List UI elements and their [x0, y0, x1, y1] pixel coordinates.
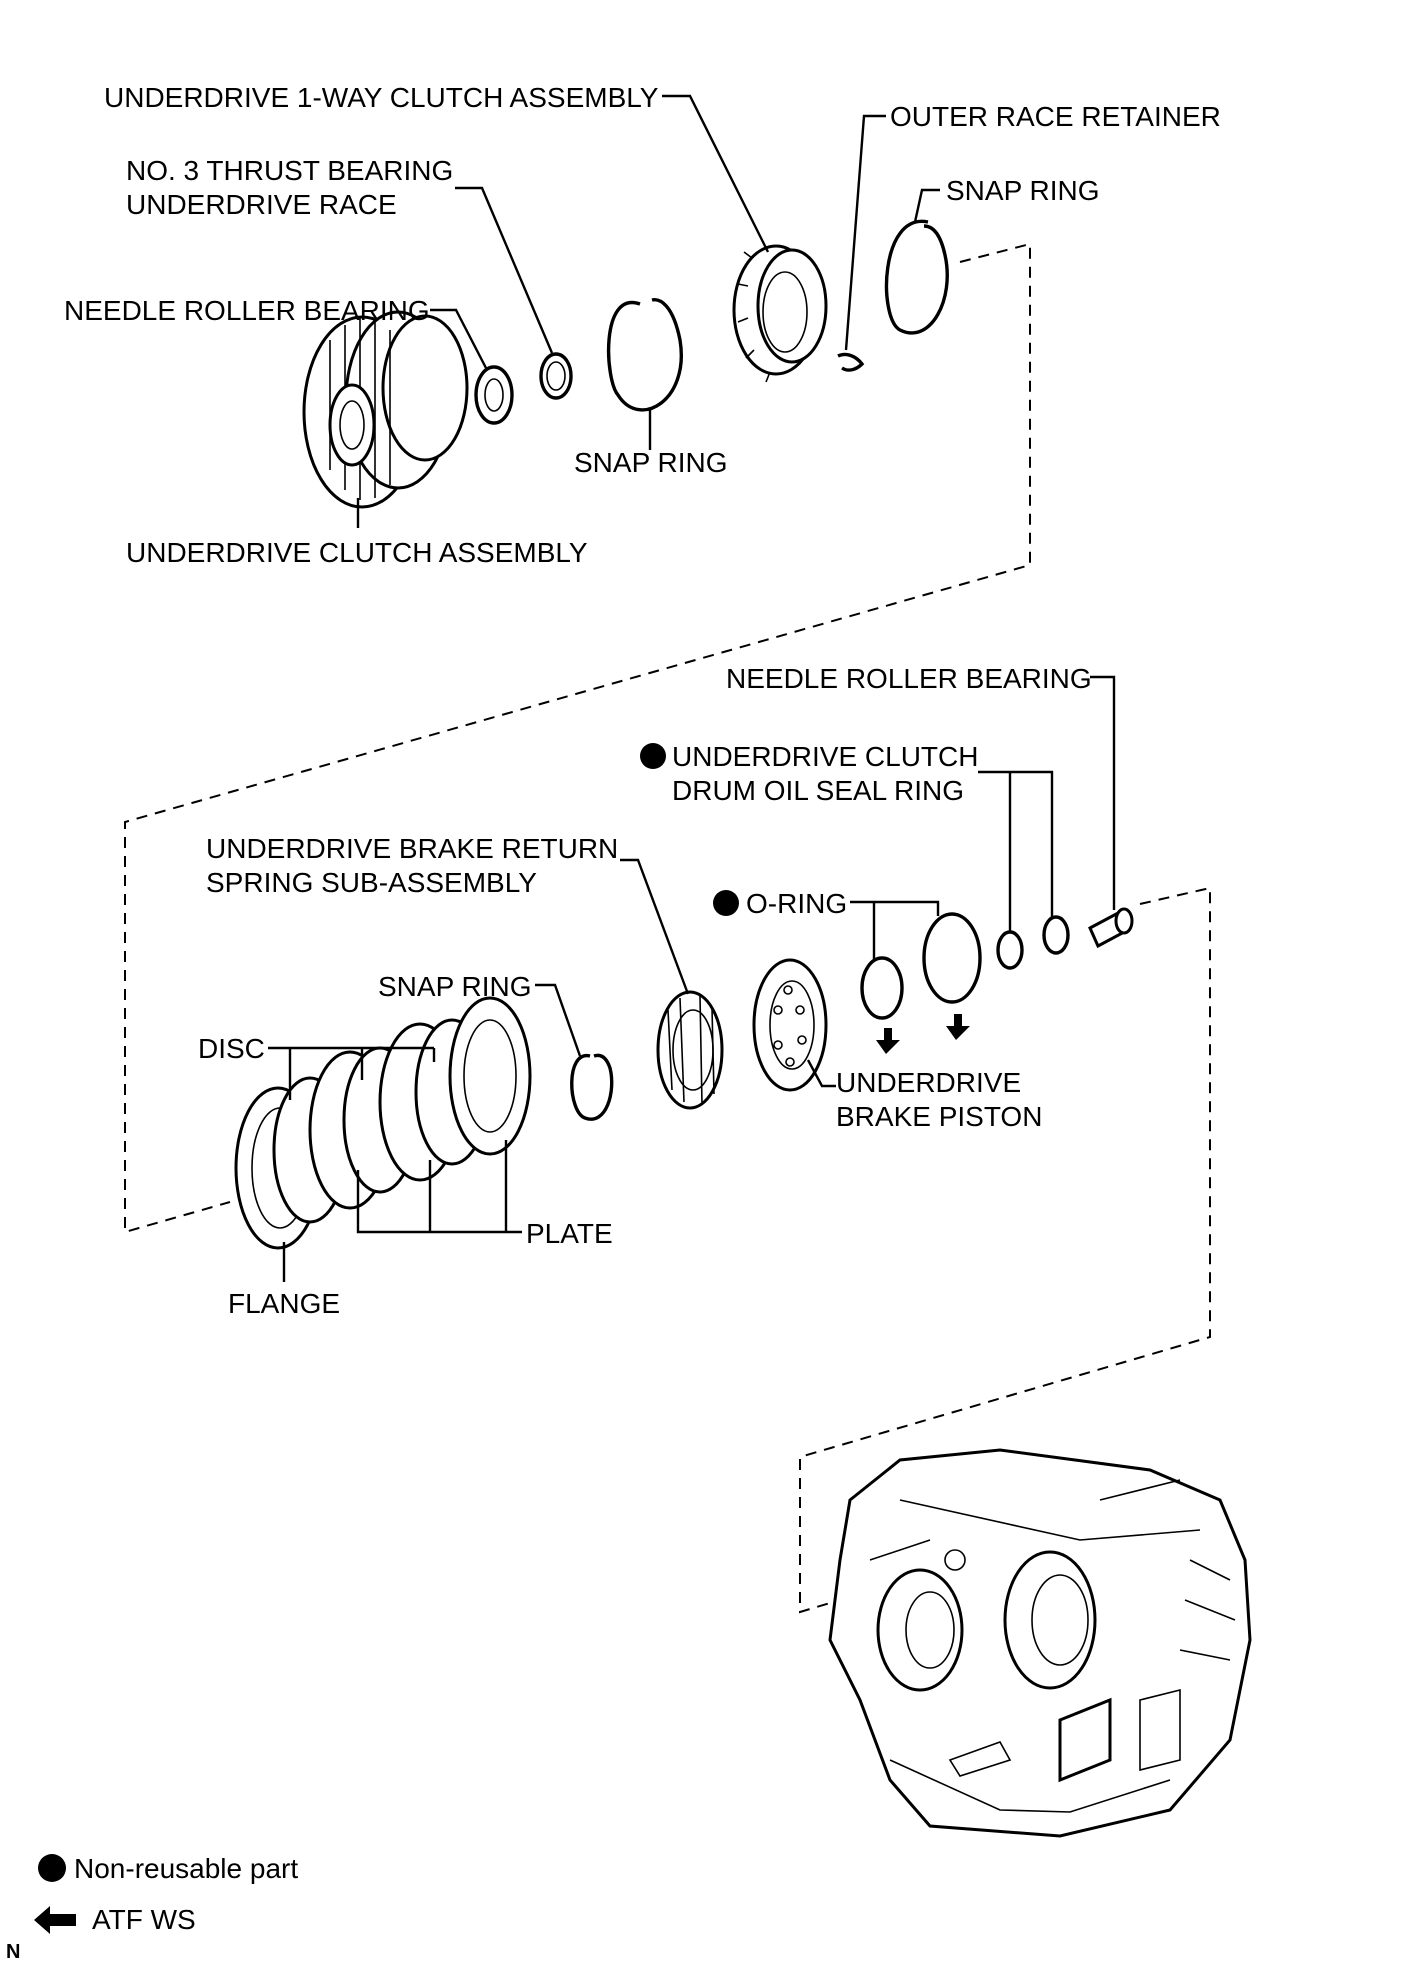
non-reusable-marker-icon: [640, 743, 666, 769]
label-underdrive-clutch-assembly: UNDERDRIVE CLUTCH ASSEMBLY: [126, 537, 588, 568]
snap-ring-lower-part: [570, 1053, 614, 1121]
leader-snap-ring-top-right: [913, 188, 940, 223]
label-underdrive-brake-piston-line2: BRAKE PISTON: [836, 1101, 1042, 1132]
label-return-spring-line1: UNDERDRIVE BRAKE RETURN: [206, 833, 618, 864]
legend-non-reusable-label: Non-reusable part: [74, 1853, 298, 1884]
leader-o-ring: [850, 900, 940, 960]
oil-seal-ring-2-part: [1042, 915, 1070, 955]
label-underdrive-1way-clutch: UNDERDRIVE 1-WAY CLUTCH ASSEMBLY: [104, 82, 659, 113]
label-return-spring-line2: SPRING SUB-ASSEMBLY: [206, 867, 537, 898]
leader-return-spring: [620, 858, 690, 995]
oil-seal-ring-1-part: [996, 930, 1024, 970]
transaxle-case-part: [828, 1448, 1252, 1838]
corner-mark: N: [6, 1941, 20, 1963]
assembly-path-dashed-upper: [124, 242, 1031, 1234]
leader-disc: [268, 1046, 436, 1100]
label-o-ring: O-RING: [746, 888, 847, 919]
underdrive-clutch-assembly-part: [302, 310, 469, 509]
snap-ring-top-middle-part: [606, 298, 683, 412]
non-reusable-marker-icon: [713, 890, 739, 916]
label-needle-roller-bearing-lower: NEEDLE ROLLER BEARING: [726, 663, 1092, 694]
o-ring-large-part: [922, 912, 982, 1004]
leader-no3-thrust-bearing: [455, 186, 554, 354]
leader-needle-roller-bearing-top: [430, 308, 488, 369]
no3-thrust-bearing-part: [539, 352, 573, 400]
legend-atf-label: ATF WS: [92, 1904, 196, 1935]
leader-plate: [356, 1140, 522, 1234]
outer-race-retainer-part: [837, 352, 865, 372]
label-plate: PLATE: [526, 1218, 613, 1249]
leader-snap-ring-lower: [535, 983, 582, 1057]
label-disc: DISC: [198, 1033, 265, 1064]
label-outer-race-retainer: OUTER RACE RETAINER: [890, 101, 1221, 132]
label-flange: FLANGE: [228, 1288, 340, 1319]
label-snap-ring-top-middle: SNAP RING: [574, 447, 728, 478]
leader-outer-race-retainer: [844, 114, 886, 351]
label-oil-seal-ring-line1: UNDERDRIVE CLUTCH: [672, 741, 978, 772]
leader-underdrive-brake-piston: [806, 1059, 836, 1088]
label-snap-ring-top-right: SNAP RING: [946, 175, 1100, 206]
snap-ring-top-right-part: [884, 219, 949, 335]
label-snap-ring-lower: SNAP RING: [378, 971, 532, 1002]
label-needle-roller-bearing-top: NEEDLE ROLLER BEARING: [64, 295, 430, 326]
label-oil-seal-ring-line2: DRUM OIL SEAL RING: [672, 775, 964, 806]
leader-underdrive-1way-clutch: [662, 94, 770, 253]
assembly-path-dashed-lower: [799, 886, 1211, 1614]
leader-oil-seal-ring: [978, 770, 1054, 932]
underdrive-brake-return-spring-part: [656, 990, 724, 1110]
label-no3-thrust-bearing-line2: UNDERDRIVE RACE: [126, 189, 397, 220]
atf-arrow-icon: [946, 1014, 970, 1040]
legend-non-reusable-icon: [38, 1854, 66, 1882]
leader-needle-roller-bearing-lower: [1090, 675, 1116, 910]
label-underdrive-brake-piston-line1: UNDERDRIVE: [836, 1067, 1021, 1098]
clutch-pack-part: [234, 996, 532, 1250]
atf-arrow-icon: [876, 1028, 900, 1054]
underdrive-1way-clutch-part: [732, 244, 828, 383]
needle-roller-bearing-lower-part: [1088, 907, 1134, 949]
label-no3-thrust-bearing-line1: NO. 3 THRUST BEARING: [126, 155, 453, 186]
needle-roller-bearing-top-part: [474, 365, 514, 425]
underdrive-brake-piston-part: [752, 958, 828, 1092]
o-ring-small-part: [860, 956, 904, 1020]
legend-atf-arrow-icon: [34, 1906, 76, 1934]
